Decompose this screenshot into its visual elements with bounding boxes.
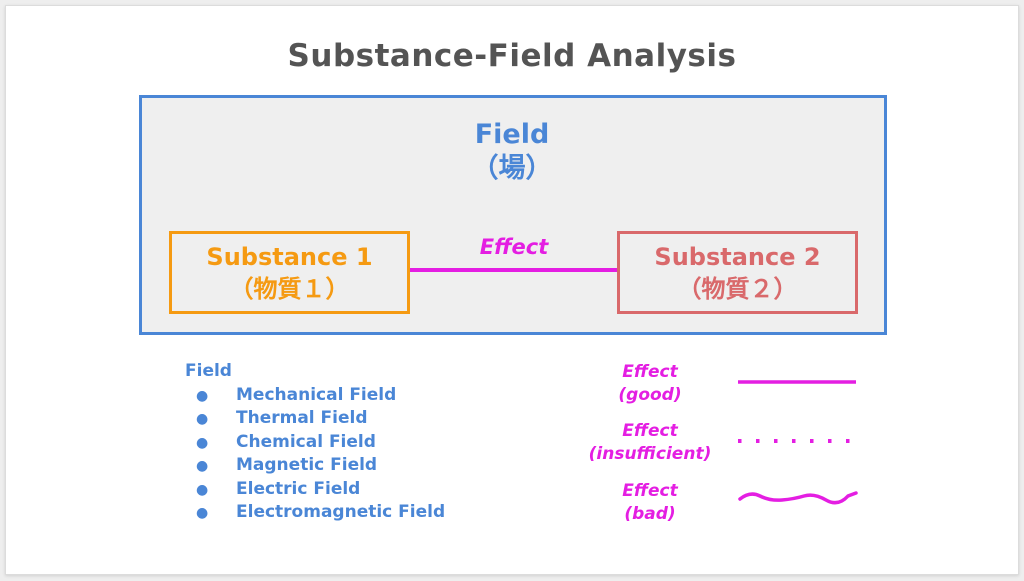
field-jp: （場） bbox=[471, 153, 553, 184]
effect-good-line-icon bbox=[738, 380, 856, 384]
bullet-icon: ● bbox=[196, 388, 209, 404]
bullet-icon: ● bbox=[196, 504, 209, 521]
substance-2-jp: （物質２） bbox=[677, 274, 798, 303]
field-box bbox=[139, 95, 887, 335]
bullet-icon: ● bbox=[196, 434, 209, 451]
effect-label: Effect bbox=[479, 235, 549, 259]
list-item: ●Magnetic Field bbox=[196, 454, 445, 477]
page-title: Substance-Field Analysis bbox=[287, 38, 737, 74]
effect-connector-line bbox=[410, 268, 617, 272]
legend-field-heading: Field bbox=[185, 361, 232, 381]
bullet-icon: ● bbox=[196, 481, 209, 498]
substance-1-jp: （物質１） bbox=[229, 274, 350, 303]
effect-bad-wavy-line-icon bbox=[738, 491, 858, 505]
bullet-icon: ● bbox=[196, 458, 209, 475]
field-type-list: ●Mechanical Field ●Thermal Field ●Chemic… bbox=[196, 384, 445, 524]
list-item: ●Thermal Field bbox=[196, 407, 445, 430]
effect-insufficient-legend: Effect (insufficient) bbox=[588, 421, 712, 464]
field-name: Field bbox=[474, 119, 550, 150]
substance-1-name: Substance 1 bbox=[206, 242, 373, 271]
list-item: ●Chemical Field bbox=[196, 431, 445, 454]
bullet-icon: ● bbox=[196, 411, 209, 428]
substance-2-box: Substance 2 （物質２） bbox=[617, 231, 858, 314]
list-item: ●Electric Field bbox=[196, 478, 445, 501]
effect-insufficient-dotted-line-icon bbox=[738, 439, 856, 443]
list-item: ●Mechanical Field bbox=[196, 384, 445, 407]
substance-2-name: Substance 2 bbox=[654, 242, 821, 271]
effect-good-legend: Effect (good) bbox=[618, 362, 682, 405]
list-item: ●Electromagnetic Field bbox=[196, 501, 445, 524]
effect-bad-legend: Effect (bad) bbox=[622, 481, 678, 524]
field-label: Field （場） bbox=[0, 118, 1024, 186]
substance-1-box: Substance 1 （物質１） bbox=[169, 231, 410, 314]
